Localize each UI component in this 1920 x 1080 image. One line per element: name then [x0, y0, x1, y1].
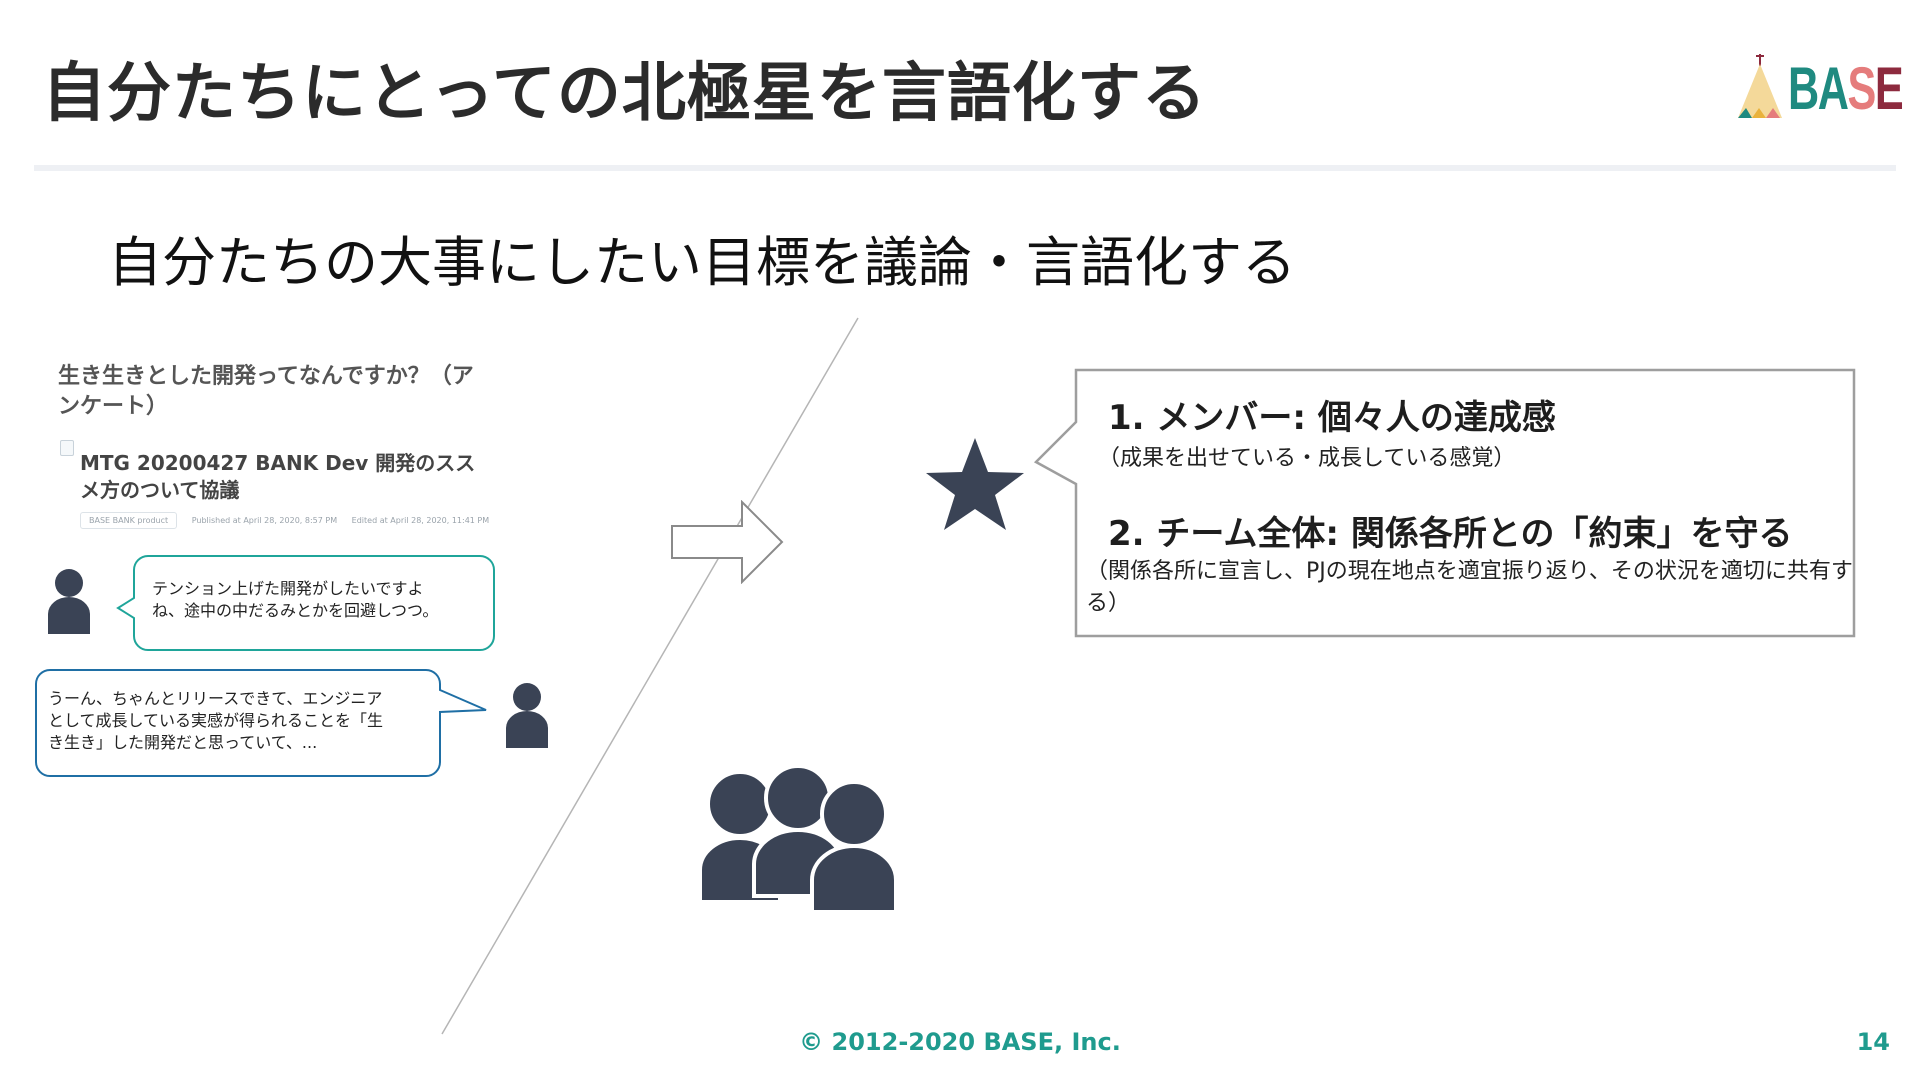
callout-item1-title: 1. メンバー: 個々人の達成感 — [1108, 398, 1556, 438]
footer-copyright: © 2012-2020 BASE, Inc. — [799, 1028, 1121, 1056]
bubble-second-line1: うーん、ちゃんとリリースできて、エンジニア — [48, 689, 383, 708]
slide-title: 自分たちにとっての北極星を言語化する — [42, 57, 1207, 131]
bubble-first-line1: テンション上げた開発がしたいですよ — [152, 579, 424, 598]
person-icon — [46, 568, 92, 634]
callout-item2-note: （関係各所に宣言し、PJの現在地点を適宜振り返り、その状況を適切に共有する） — [1086, 559, 1853, 616]
group-icon — [698, 766, 898, 914]
person-icon — [504, 682, 550, 748]
bubble-second-line2: として成長している実感が得られることを「生 — [48, 711, 384, 730]
arrow-right-icon — [671, 500, 784, 584]
header-divider — [34, 165, 1896, 171]
star-icon — [926, 438, 1024, 530]
base-logo: BASE — [1730, 52, 1904, 122]
bubble-second-line3: き生き」した開発だと思っていて、... — [48, 733, 318, 752]
callout-item1-note: （成果を出せている・成長している感覚） — [1098, 446, 1516, 471]
article-card[interactable]: MTG 20200427 BANK Dev 開発のススメ方のついて協議 BASE… — [58, 440, 489, 530]
speech-bubble-first — [116, 555, 495, 651]
article-screenshot: 生き生きとした開発ってなんですか？（アンケート） MTG 20200427 BA… — [58, 362, 489, 529]
article-doc-title: MTG 20200427 BANK Dev 開発のススメ方のついて協議 — [80, 451, 476, 502]
callout-item2-title: 2. チーム全体: 関係各所との「約束」を守る — [1108, 514, 1793, 554]
article-edited: Edited at April 28, 2020, 11:41 PM — [351, 516, 490, 525]
article-tag: BASE BANK product — [80, 512, 178, 529]
page-number: 14 — [1856, 1028, 1890, 1056]
bubble-first-line2: ね、途中の中だるみとかを回避しつつ。 — [152, 601, 439, 620]
article-question: 生き生きとした開発ってなんですか？（アンケート） — [58, 364, 474, 419]
speech-bubble-second — [35, 669, 487, 777]
callout-box — [1034, 368, 1856, 638]
tent-icon — [1738, 54, 1782, 118]
article-published: Published at April 28, 2020, 8:57 PM — [191, 516, 338, 525]
slide-subtitle: 自分たちの大事にしたい目標を議論・言語化する — [108, 231, 1296, 294]
article-meta: BASE BANK product Published at April 28,… — [80, 512, 501, 529]
document-icon — [60, 440, 74, 456]
logo-text: BASE — [1788, 55, 1904, 122]
